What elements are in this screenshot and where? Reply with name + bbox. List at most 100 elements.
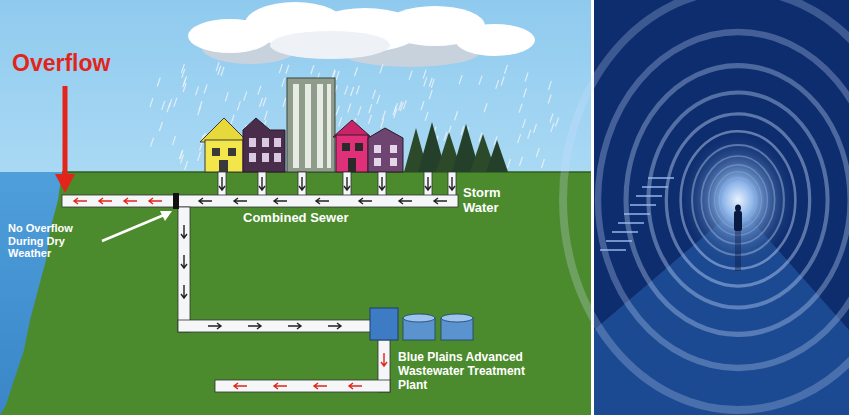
drain-pipe	[343, 172, 351, 196]
rain-streak	[162, 101, 165, 110]
rain-streak	[368, 115, 371, 124]
flow-arrow	[359, 198, 372, 204]
rain-streak	[518, 134, 521, 143]
rain-streak	[198, 152, 201, 161]
window	[262, 153, 269, 162]
flow-arrow	[259, 177, 265, 190]
rain-streak	[358, 106, 361, 115]
tunnel-ring	[648, 92, 827, 307]
rain-streak	[369, 104, 372, 113]
flow-arrow	[379, 177, 385, 190]
rain-streak	[548, 81, 551, 90]
sewer-label: Combined Sewer	[243, 211, 383, 226]
rain-streak	[221, 67, 224, 76]
rain-streak	[382, 111, 385, 120]
overflow-label: Overflow	[12, 50, 132, 76]
rain-streak	[501, 77, 504, 86]
rain-streak	[429, 90, 432, 99]
rain-streak	[311, 65, 314, 74]
tower-stripe	[293, 84, 299, 168]
flow-arrow	[314, 383, 327, 389]
rain-streak	[372, 90, 375, 99]
flow-arrow	[234, 383, 247, 389]
treatment-plant	[370, 308, 473, 340]
rain-streak	[409, 71, 412, 80]
rain-streak	[523, 119, 526, 128]
sky	[0, 0, 591, 172]
door	[219, 160, 228, 172]
yellow-house	[205, 140, 243, 172]
rain-streak	[179, 150, 182, 159]
rain-streak	[403, 100, 406, 109]
window	[374, 145, 381, 153]
rain-streak	[425, 112, 428, 121]
rain-streak	[169, 99, 172, 108]
tunnel-stair	[600, 249, 626, 251]
rain-streak	[151, 138, 154, 147]
flow-arrow	[434, 198, 447, 204]
tunnel-stair	[624, 213, 650, 215]
drain-pipe	[258, 172, 266, 196]
drain-pipe	[298, 172, 306, 196]
rain-streak	[523, 88, 526, 97]
rain-streak	[204, 84, 207, 93]
flow-arrow	[219, 177, 225, 190]
tunnel-stair	[636, 195, 662, 197]
window	[249, 138, 256, 147]
rain-streak	[381, 119, 384, 128]
regulator-gate	[173, 193, 179, 209]
flow-arrow	[316, 198, 329, 204]
window	[274, 138, 281, 147]
drain-pipe	[448, 172, 456, 196]
rain-streak	[351, 87, 354, 96]
rain-streak	[354, 67, 357, 76]
rain-streak	[260, 98, 263, 107]
rain-streak	[377, 95, 380, 104]
tunnel-stair	[642, 186, 668, 188]
rain-streak	[504, 65, 507, 74]
tank-top	[403, 314, 435, 322]
rain-streak	[484, 103, 487, 112]
house-roof	[200, 118, 248, 142]
drain-pipe	[218, 172, 226, 196]
flow-arrow	[344, 177, 350, 190]
tree	[486, 140, 508, 172]
interceptor-pipe	[178, 320, 372, 332]
rain-streak	[536, 148, 539, 157]
flow-arrow	[288, 323, 301, 329]
rain-streak	[345, 86, 348, 95]
rain-streak	[444, 132, 447, 141]
rain-streak	[455, 111, 458, 120]
office-tower	[287, 78, 335, 172]
rain-streak	[237, 101, 240, 110]
window	[228, 148, 236, 156]
tunnel-ring	[598, 32, 849, 368]
rain-streak	[195, 86, 198, 95]
rain-streak	[184, 76, 187, 85]
rain-streak	[282, 78, 285, 87]
panel-divider	[591, 0, 594, 415]
outfall-pipe	[378, 340, 390, 392]
window	[390, 145, 397, 153]
rain-streak	[264, 111, 267, 120]
rain-streak	[157, 77, 160, 86]
combined-sewer-pipe	[62, 195, 458, 207]
rain-streak	[199, 101, 202, 110]
rain-streak	[279, 64, 282, 73]
rain-streak	[380, 64, 383, 73]
flow-arrow	[149, 198, 162, 204]
drain-pipe	[378, 172, 386, 196]
rain-streak	[424, 77, 427, 86]
plant-label: Blue Plains Advanced Wastewater Treatmen…	[398, 351, 532, 392]
rain-streak	[508, 159, 511, 168]
tower-stripe	[327, 84, 331, 168]
plant-building	[370, 308, 398, 340]
rain-streak	[356, 86, 359, 95]
flow-arrow	[274, 383, 287, 389]
interceptor-pipe	[178, 207, 190, 332]
window	[249, 153, 256, 162]
rain-streak	[394, 109, 397, 118]
tank-top	[441, 314, 473, 322]
overflow-arrow-shaft	[63, 86, 68, 176]
house-roof	[333, 120, 371, 137]
